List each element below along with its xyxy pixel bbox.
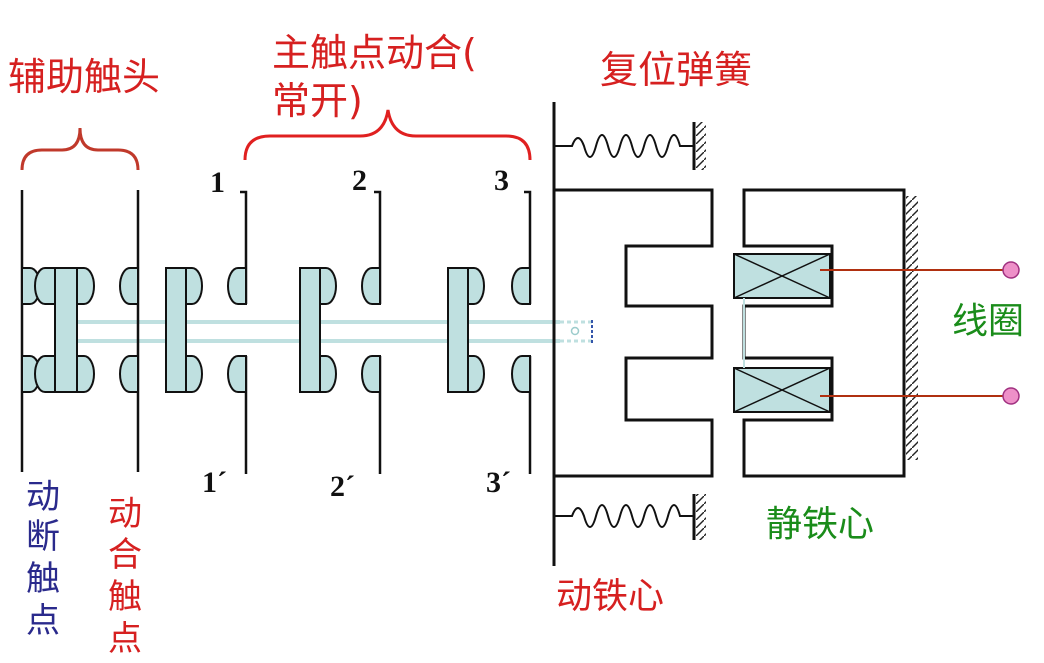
terminal-top-3: 3 xyxy=(494,164,509,197)
aux-contacts-label: 辅助触头 xyxy=(8,55,160,99)
reset-spring-top xyxy=(554,122,706,170)
main-contacts-label-line1: 主触点动合( xyxy=(272,31,477,75)
no-contact-label-char: 动 xyxy=(108,494,142,534)
terminal-top-1: 1 xyxy=(210,166,225,199)
reset-spring-label: 复位弹簧 xyxy=(600,48,752,92)
coil-upper xyxy=(733,253,831,299)
no-contact-label-char: 点 xyxy=(108,619,142,659)
terminal-bottom-1: 1´ xyxy=(202,466,227,499)
main-contact-2 xyxy=(299,190,382,474)
aux-contacts-brace xyxy=(20,127,140,171)
main-contact-1 xyxy=(165,190,248,474)
coil-lower xyxy=(733,367,831,413)
nc-contact-label-char: 触 xyxy=(26,559,60,599)
nc-contact-label-char: 断 xyxy=(26,517,60,557)
terminal-bottom-2: 2´ xyxy=(330,470,355,503)
static-core xyxy=(742,188,918,478)
main-contacts-brace xyxy=(243,109,532,161)
moving-core xyxy=(552,102,714,566)
no-contact-label-char: 合 xyxy=(108,535,142,575)
coil-label: 线圈 xyxy=(952,301,1024,342)
terminal-top-2: 2 xyxy=(352,164,367,197)
nc-contact-label-char: 动 xyxy=(26,477,60,517)
no-contact-label-char: 触 xyxy=(108,577,142,617)
static-core-label: 静铁心 xyxy=(766,504,874,545)
coil-terminal-lower xyxy=(1002,387,1020,405)
terminal-bottom-3: 3´ xyxy=(486,466,511,499)
aux-nc-contact xyxy=(20,190,95,472)
main-contact-3 xyxy=(447,190,532,474)
moving-core-label: 动铁心 xyxy=(556,576,664,617)
main-contacts-label-line2: 常开) xyxy=(272,79,363,123)
linkage-bar xyxy=(62,320,593,343)
reset-spring-bottom xyxy=(554,494,706,540)
aux-no-contact xyxy=(119,190,140,472)
coil-terminal-upper xyxy=(1002,261,1020,279)
nc-contact-label-char: 点 xyxy=(26,601,60,641)
